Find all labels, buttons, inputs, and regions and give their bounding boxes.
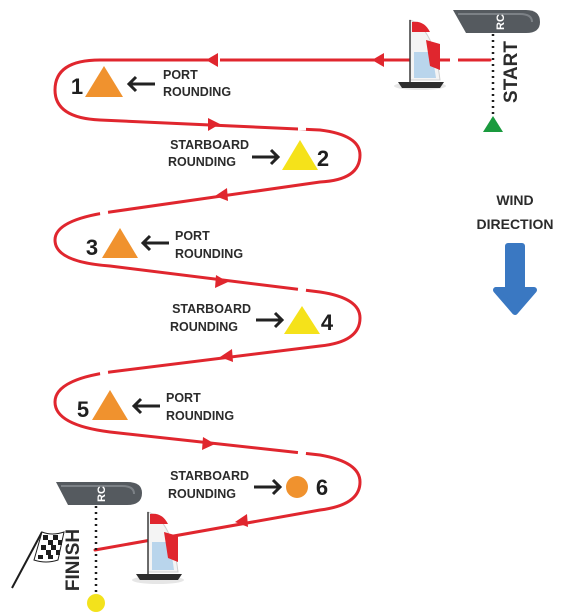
- course-arrow: [206, 53, 218, 67]
- finish-boat-label: RC: [96, 486, 108, 502]
- checkered-flag-icon: [11, 531, 65, 589]
- arrow-right-icon: [256, 311, 285, 329]
- mark-5-triangle: [92, 390, 128, 420]
- mark-6-rounding-line2: ROUNDING: [168, 487, 236, 501]
- arrow-right-icon: [254, 478, 283, 496]
- mark-4-number: 4: [321, 310, 334, 335]
- arrow-left-icon: [131, 397, 160, 415]
- mark-5-number: 5: [77, 397, 89, 422]
- mark-2: 2 STARBOARD ROUNDING: [168, 138, 329, 171]
- mark-6-circle: [286, 476, 308, 498]
- course-arrow: [220, 349, 233, 362]
- finish-label: FINISH: [63, 529, 84, 591]
- mark-1-rounding-line1: PORT: [163, 68, 198, 82]
- mark-2-rounding-line2: ROUNDING: [168, 155, 236, 169]
- mark-5: 5 PORT ROUNDING: [77, 390, 234, 423]
- sailboat-icon: [132, 511, 184, 584]
- mark-4-rounding-line1: STARBOARD: [172, 302, 251, 316]
- mark-1: 1 PORT ROUNDING: [71, 66, 231, 99]
- mark-2-number: 2: [317, 146, 329, 171]
- finish-committee-boat: RC: [56, 482, 142, 505]
- mark-6: 6 STARBOARD ROUNDING: [168, 469, 328, 501]
- arrow-right-icon: [252, 148, 281, 166]
- course-arrow: [215, 275, 228, 288]
- mark-3: 3 PORT ROUNDING: [86, 228, 243, 261]
- mark-1-rounding-line2: ROUNDING: [163, 85, 231, 99]
- course-gaps: [99, 57, 458, 456]
- start-label: START: [501, 41, 522, 103]
- mark-5-rounding-line1: PORT: [166, 391, 201, 405]
- start-pin-buoy: [483, 116, 503, 132]
- mark-6-number: 6: [316, 475, 328, 500]
- mark-6-rounding-line1: STARBOARD: [170, 469, 249, 483]
- mark-3-number: 3: [86, 235, 98, 260]
- course-arrow: [202, 437, 215, 450]
- wind-label-line2: DIRECTION: [477, 216, 554, 232]
- arrow-left-icon: [126, 75, 155, 93]
- mark-4-triangle: [284, 306, 320, 334]
- course-arrow: [208, 118, 220, 131]
- wind-arrow-icon: [493, 243, 537, 315]
- mark-1-triangle: [85, 66, 123, 97]
- start-boat-label: RC: [495, 14, 507, 30]
- course-arrow: [372, 53, 384, 67]
- start-committee-boat: RC: [453, 10, 540, 33]
- finish-pin-buoy: [87, 594, 105, 612]
- mark-5-rounding-line2: ROUNDING: [166, 409, 234, 423]
- mark-4: 4 STARBOARD ROUNDING: [170, 302, 334, 335]
- mark-1-number: 1: [71, 74, 83, 99]
- mark-3-triangle: [102, 228, 138, 258]
- course-arrows: [202, 53, 384, 527]
- arrow-left-icon: [140, 234, 169, 252]
- mark-3-rounding-line1: PORT: [175, 229, 210, 243]
- mark-3-rounding-line2: ROUNDING: [175, 247, 243, 261]
- course-arrow: [215, 188, 228, 201]
- mark-2-triangle: [282, 140, 318, 170]
- mark-4-rounding-line2: ROUNDING: [170, 320, 238, 334]
- mark-2-rounding-line1: STARBOARD: [170, 138, 249, 152]
- course-path: [53, 58, 492, 552]
- wind-label-line1: WIND: [496, 192, 533, 208]
- course-arrow: [235, 514, 248, 527]
- wind-indicator: WIND DIRECTION: [477, 192, 554, 315]
- sailboat-icon: [394, 19, 446, 90]
